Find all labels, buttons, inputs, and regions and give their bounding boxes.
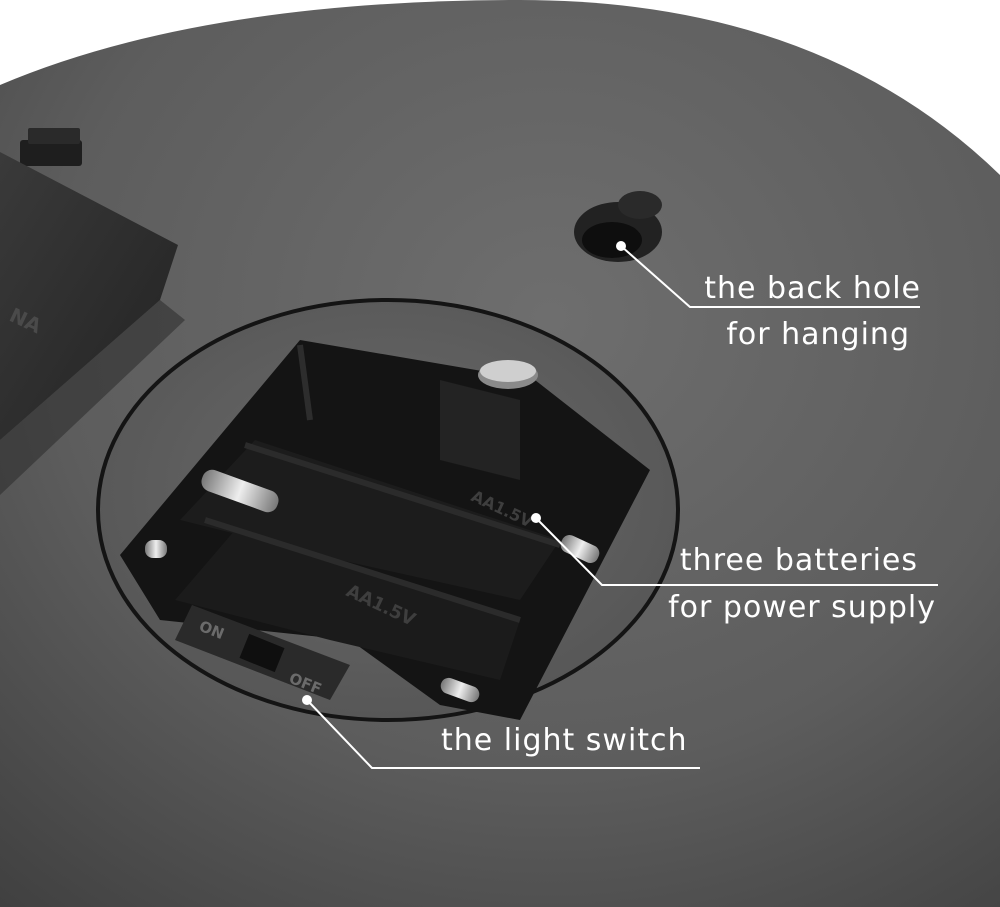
hanging-hole [574,191,662,262]
battery-springs [145,469,600,703]
battery-compartment: AA1.5V AA1.5V [120,340,650,720]
battery-cover: NA [0,128,185,495]
callout-light-switch: the light switch [441,723,688,758]
callout-batteries: three batteries [679,543,918,578]
callout-back-hole: the back hole [704,271,921,306]
callout-lines [306,245,938,769]
callout-back-hole: for hanging [726,317,910,352]
callout-batteries: for power supply [668,590,936,625]
